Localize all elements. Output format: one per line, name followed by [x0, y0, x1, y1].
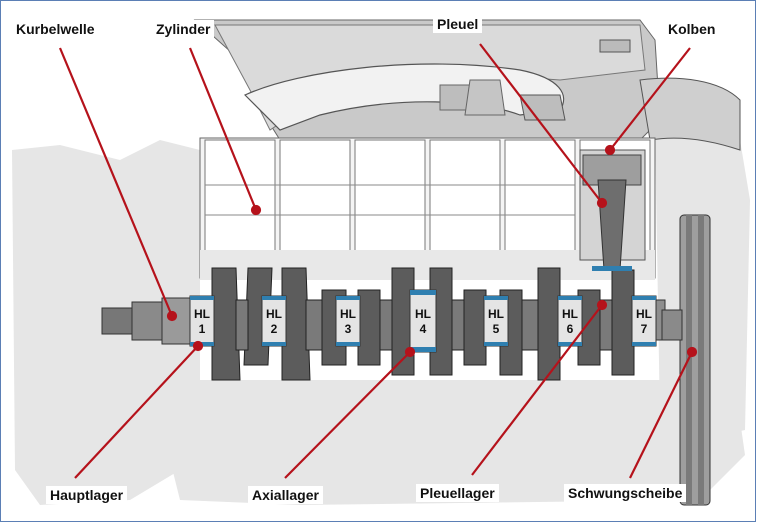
- main-bearings: HL 1 HL 2 HL 3 HL 4 HL: [189, 289, 657, 353]
- leader-zylinder: [188, 47, 258, 211]
- leader-kurbelwelle: [58, 47, 174, 317]
- piston-and-conrod: [579, 149, 646, 271]
- bearing-hl7-number: 7: [641, 322, 648, 336]
- label-pleuellager: Pleuellager: [416, 484, 499, 502]
- leader-pleuel: [479, 43, 603, 204]
- bearing-hl2-prefix: HL: [266, 307, 282, 321]
- bearing-hl2: HL 2: [261, 295, 287, 347]
- label-kolben: Kolben: [664, 20, 720, 38]
- bearing-hl1: HL 1: [189, 295, 215, 347]
- leader-schwungscheibe: [629, 351, 693, 479]
- label-pleuel: Pleuel: [433, 15, 483, 33]
- label-hauptlager: Hauptlager: [46, 486, 128, 504]
- bearing-hl7: HL 7: [631, 295, 657, 347]
- bearing-hl5: HL 5: [483, 295, 509, 347]
- leader-hauptlager-dot: [192, 340, 204, 352]
- cylinder-head: [193, 19, 741, 151]
- bearing-hl7-prefix: HL: [636, 307, 652, 321]
- leader-zylinder-dot: [250, 204, 262, 216]
- bearing-hl2-number: 2: [271, 322, 278, 336]
- bearing-hl3: HL 3: [335, 295, 361, 347]
- leader-kolben-dot: [604, 144, 616, 156]
- leader-kurbelwelle-dot: [166, 310, 178, 322]
- leader-kolben: [609, 47, 691, 151]
- leader-pleuellager-dot: [596, 299, 608, 311]
- leader-axiallager: [284, 351, 411, 479]
- bearing-hl6-number: 6: [567, 322, 574, 336]
- label-zylinder: Zylinder: [152, 20, 215, 38]
- bearing-hl1-prefix: HL: [194, 307, 210, 321]
- bearing-hl4-number: 4: [420, 322, 427, 336]
- label-schwungscheibe: Schwungscheibe: [564, 484, 687, 502]
- bearing-hl5-prefix: HL: [488, 307, 504, 321]
- label-axiallager: Axiallager: [248, 486, 323, 504]
- bearing-hl6-prefix: HL: [562, 307, 578, 321]
- bearing-hl5-number: 5: [493, 322, 500, 336]
- bearing-hl4-prefix: HL: [415, 307, 431, 321]
- label-kurbelwelle: Kurbelwelle: [12, 20, 99, 38]
- bearing-hl6: HL 6: [557, 295, 583, 347]
- leader-pleuellager: [471, 304, 603, 476]
- leader-pleuel-dot: [596, 197, 608, 209]
- bearing-hl4: HL 4: [409, 289, 437, 353]
- bearing-hl3-number: 3: [345, 322, 352, 336]
- leader-axiallager-dot: [404, 346, 416, 358]
- leader-hauptlager: [74, 345, 199, 479]
- leader-schwungscheibe-dot: [686, 346, 698, 358]
- bearing-hl1-number: 1: [199, 322, 206, 336]
- conrod-bearing-shell: [592, 266, 632, 271]
- bearing-hl3-prefix: HL: [340, 307, 356, 321]
- leader-lines: [58, 43, 698, 479]
